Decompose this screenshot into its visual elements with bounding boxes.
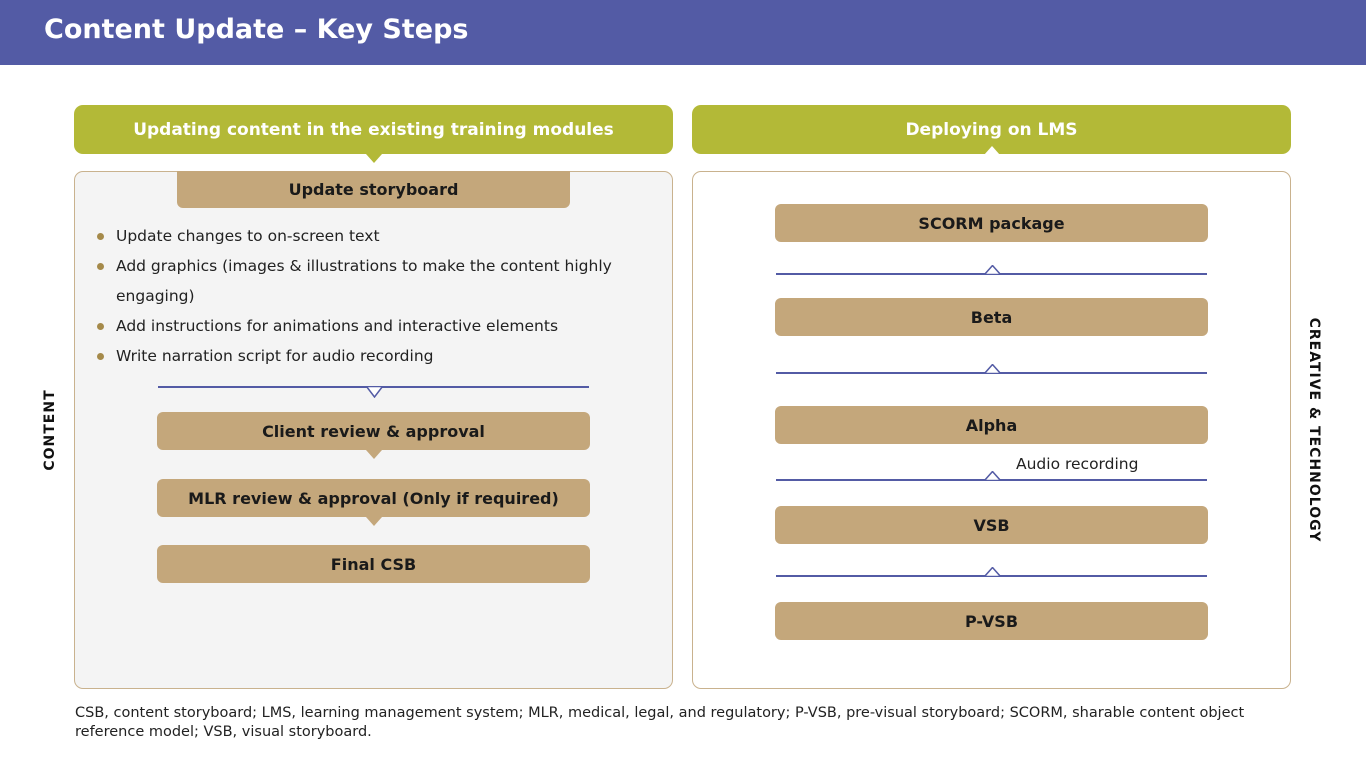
final-csb-label: Final CSB	[330, 554, 417, 574]
client-review-step: Client review & approval	[157, 412, 590, 450]
update-storyboard-step: Update storyboard	[177, 171, 570, 208]
title-bar: Content Update – Key Steps	[0, 0, 1366, 65]
alpha-label: Alpha	[965, 415, 1018, 435]
alpha-step: Alpha	[775, 406, 1208, 444]
chevron-up-icon	[984, 265, 1001, 275]
list-item: Update changes to on-screen text	[97, 221, 657, 251]
page-title: Content Update – Key Steps	[44, 14, 469, 45]
left-header: Updating content in the existing trainin…	[74, 105, 673, 154]
update-storyboard-label: Update storyboard	[288, 180, 459, 199]
audio-recording-annotation: Audio recording	[1016, 455, 1139, 473]
chevron-down-icon	[366, 386, 383, 398]
final-csb-step: Final CSB	[157, 545, 590, 583]
list-item: Add instructions for animations and inte…	[97, 311, 657, 341]
beta-step: Beta	[775, 298, 1208, 336]
right-header: Deploying on LMS	[692, 105, 1291, 154]
vsb-step: VSB	[775, 506, 1208, 544]
p-vsb-label: P-VSB	[964, 611, 1019, 631]
scorm-package-step: SCORM package	[775, 204, 1208, 242]
right-header-notch	[984, 146, 1000, 155]
left-header-arrow	[366, 154, 382, 163]
creative-technology-side-label: CREATIVE & TECHNOLOGY	[1306, 317, 1322, 543]
list-item: Write narration script for audio recordi…	[97, 341, 657, 371]
vsb-label: VSB	[973, 515, 1010, 535]
storyboard-task-list: Update changes to on-screen text Add gra…	[97, 221, 657, 371]
list-item: Add graphics (images & illustrations to …	[97, 251, 657, 311]
mlr-review-step: MLR review & approval (Only if required)	[157, 479, 590, 517]
content-side-label: CONTENT	[42, 389, 58, 471]
p-vsb-step: P-VSB	[775, 602, 1208, 640]
chevron-up-icon	[984, 567, 1001, 577]
scorm-package-label: SCORM package	[918, 213, 1065, 233]
left-header-label: Updating content in the existing trainin…	[133, 119, 614, 140]
right-header-label: Deploying on LMS	[905, 119, 1078, 140]
beta-label: Beta	[970, 307, 1013, 327]
client-review-arrow	[366, 450, 382, 459]
chevron-up-icon	[984, 471, 1001, 481]
chevron-up-icon	[984, 364, 1001, 374]
mlr-review-arrow	[366, 517, 382, 526]
client-review-label: Client review & approval	[262, 421, 485, 441]
mlr-review-label: MLR review & approval (Only if required)	[188, 488, 559, 508]
abbreviations-footnote: CSB, content storyboard; LMS, learning m…	[75, 705, 1245, 740]
